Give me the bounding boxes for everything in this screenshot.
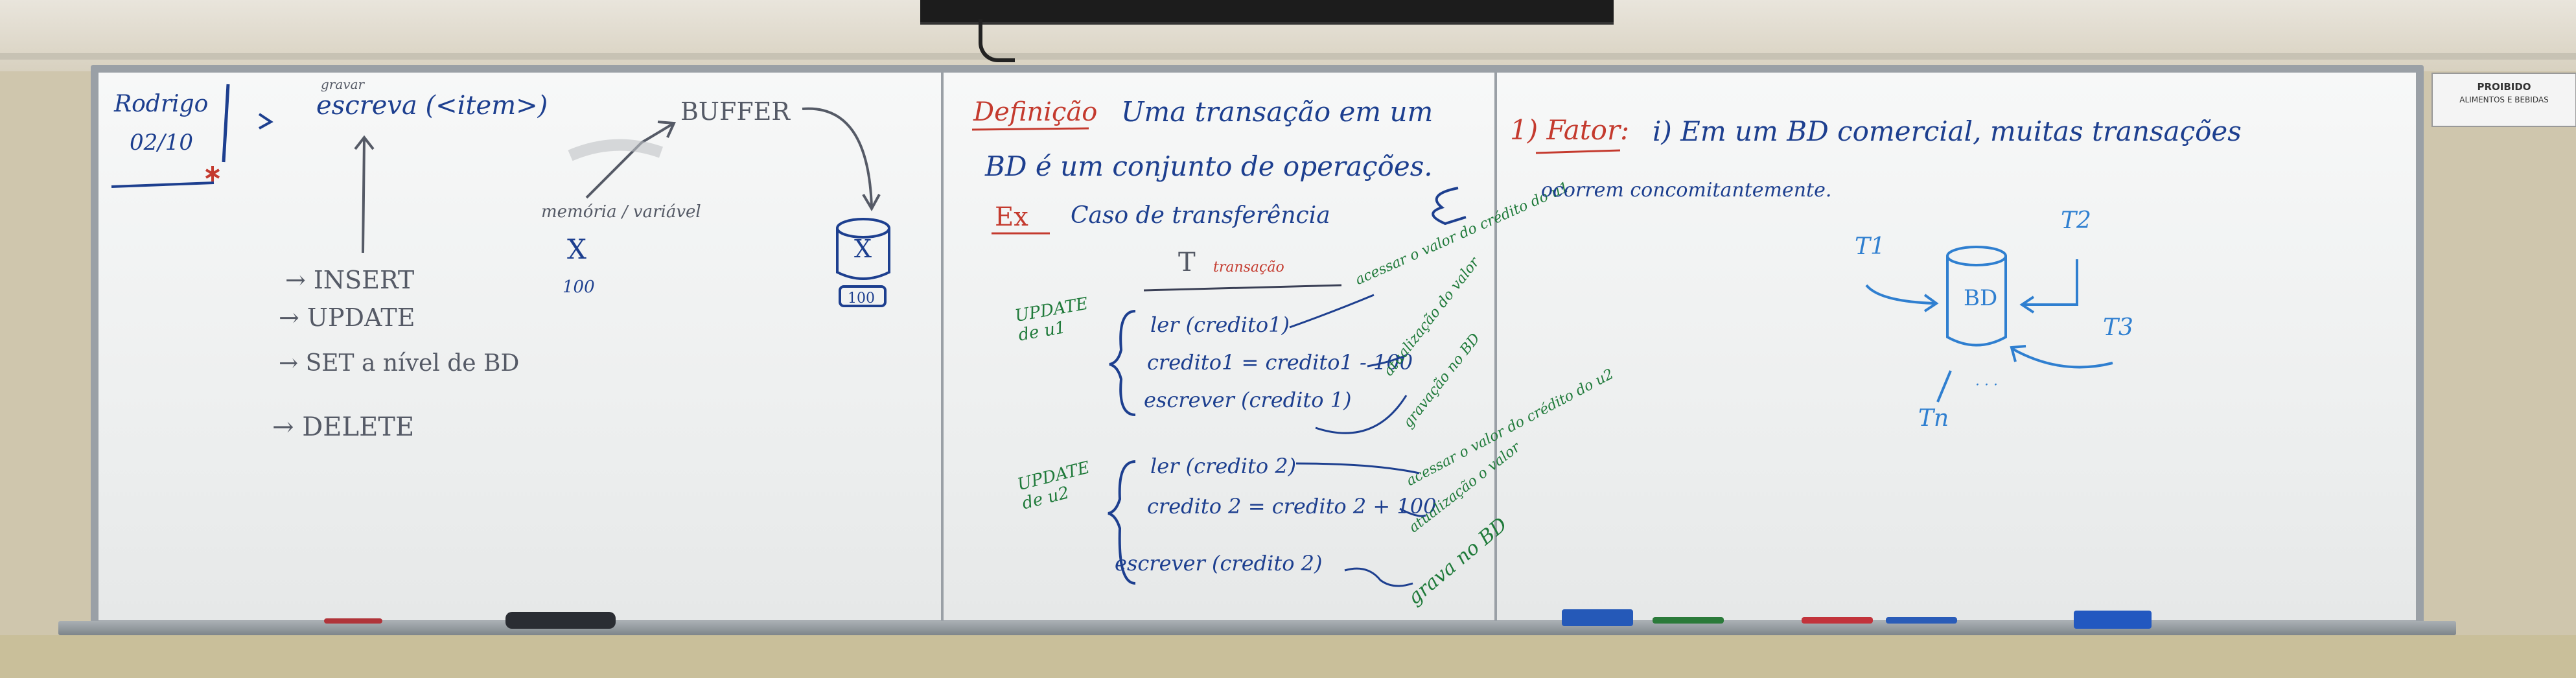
marker-tray: [58, 609, 2456, 635]
author-name: Rodrigo: [114, 91, 209, 117]
set-item: → SET a nível de BD: [279, 350, 520, 377]
memory-value: 100: [563, 277, 595, 297]
fator-line-2: ocorrem concomitantemente.: [1541, 179, 1832, 202]
date: 02/10: [130, 130, 193, 156]
definition-line-1: Uma transação em um: [1121, 96, 1433, 128]
grava-note: gravar: [321, 76, 365, 92]
escrever-credito-1: escrever (credito 1): [1144, 388, 1352, 412]
example-text: Caso de transferência: [1071, 202, 1330, 229]
whiteboard-panel-right: [1497, 73, 2416, 620]
television: [920, 0, 1614, 25]
whiteboard-panel-middle: [944, 73, 1494, 620]
eraser-blue: [1562, 609, 1633, 626]
definicao-label: Definição: [973, 97, 1098, 127]
marker-green: [1653, 617, 1724, 624]
insert-item: → INSERT: [285, 266, 415, 294]
no-food-sign: PROIBIDO ALIMENTOS E BEBIDAS: [2431, 73, 2576, 127]
wall-rail: [0, 53, 2576, 60]
ellipsis: · · ·: [1975, 377, 1998, 393]
buffer-label: BUFFER: [680, 97, 791, 126]
calc-credito-1: credito1 = credito1 - 100: [1147, 350, 1413, 375]
definition-line-2: BD é um conjunto de operações.: [985, 150, 1433, 182]
calc-credito-2: credito 2 = credito 2 + 100: [1147, 494, 1437, 519]
marker-blue: [1886, 617, 1957, 624]
wall-lower: [0, 635, 2576, 678]
transaction-t3: T3: [2103, 314, 2133, 341]
disk-x: X: [854, 235, 872, 263]
delete-item: → DELETE: [272, 412, 415, 442]
transaction-tn: Tn: [1918, 405, 1949, 432]
sign-line-2: ALIMENTOS E BEBIDAS: [2459, 95, 2549, 104]
transaction-t2: T2: [2061, 207, 2091, 234]
whiteboard-panel-left: [99, 73, 941, 620]
sign-line-1: PROIBIDO: [2477, 81, 2531, 93]
transacao-label: transação: [1213, 259, 1284, 275]
marker-red: [324, 618, 382, 624]
fator-label: 1) Fator:: [1510, 114, 1630, 146]
ler-credito-1: ler (credito1): [1150, 312, 1290, 337]
t-label: T: [1178, 248, 1196, 277]
escrever-credito-2: escrever (credito 2): [1115, 551, 1323, 576]
update-item: → UPDATE: [279, 303, 415, 332]
database-label: BD: [1964, 285, 1998, 311]
transaction-t1: T1: [1855, 233, 1885, 260]
tv-cable: [979, 19, 1015, 62]
ler-credito-2: ler (credito 2): [1150, 454, 1297, 478]
memory-label: memória / variável: [541, 202, 701, 222]
example-label: Ex: [995, 202, 1028, 232]
fator-line-1: i) Em um BD comercial, muitas transações: [1653, 115, 2242, 147]
marker-red-2: [1802, 617, 1873, 624]
eraser: [505, 612, 616, 629]
memory-x: X: [567, 233, 586, 265]
eraser-blue-2: [2074, 611, 2152, 629]
disk-value: 100: [848, 290, 875, 307]
escreva-call: escreva (<item>): [316, 91, 548, 121]
